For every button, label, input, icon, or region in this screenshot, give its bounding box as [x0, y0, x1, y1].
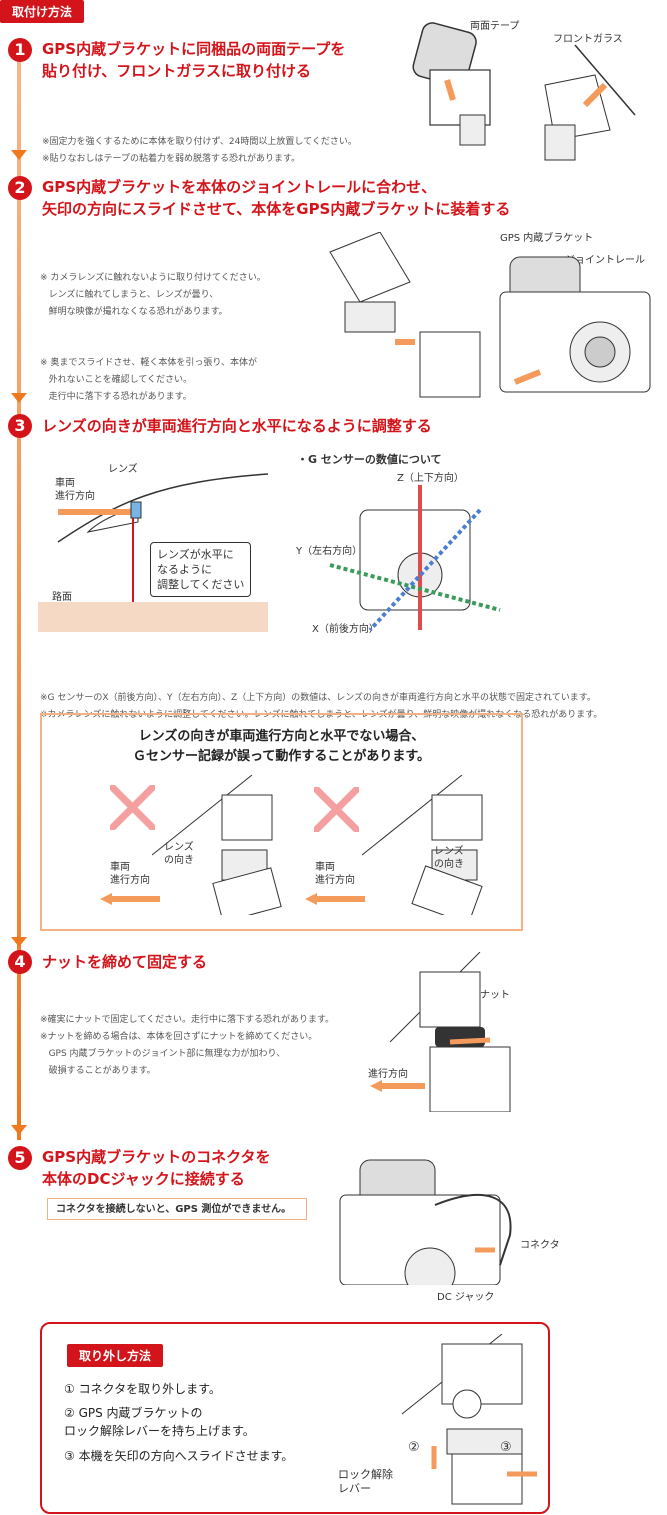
removal-step-1: ① コネクタを取り外します。 — [64, 1382, 221, 1396]
step-2-illustration — [329, 232, 651, 398]
step-2-notes: ※ カメラレンズに触れないように取り付けてください。 レンズに触れてしまうと、レ… — [40, 273, 266, 402]
cap-lens: レンズ — [108, 464, 138, 475]
flow-arrow-1 — [11, 150, 27, 160]
warning-title: レンズの向きが車両進行方向と水平でない場合、Ｇセンサー記録が誤って動作することが… — [132, 729, 431, 764]
wrong-cross-1 — [110, 785, 155, 830]
flow-arrow-4 — [11, 1125, 27, 1135]
step-3-title: レンズの向きが車両進行方向と水平になるように調整する — [42, 417, 432, 435]
g-axis-x: X（前後方向） — [312, 624, 379, 635]
step-4-direction-arrow — [370, 1080, 425, 1092]
warn-arrow-2 — [305, 893, 365, 905]
removal-tag: 取り外し方法 — [67, 1344, 164, 1367]
warn-arrow-1 — [100, 893, 160, 905]
cap-road: 路面 — [52, 592, 72, 603]
removal-step-3: ③ 本機を矢印の方向へスライドさせます。 — [64, 1449, 294, 1463]
flow-arrow-2 — [11, 393, 27, 403]
cap-nut: ナット — [480, 990, 510, 1001]
step-1-title: GPS内蔵ブラケットに同梱品の両面テープを貼り付け、フロントガラスに取り付ける — [42, 40, 346, 80]
cap-tape: 両面テープ — [470, 21, 520, 32]
cap-glass: フロントガラス — [553, 34, 623, 45]
step-1-illustration — [412, 22, 636, 161]
section-tag: 取付け方法 — [0, 0, 85, 23]
warn-lens-1: レンズの向き — [164, 842, 194, 866]
gps-info-box: コネクタを接続しないと、GPS 測位ができません。 — [47, 1198, 307, 1220]
level-bubble: レンズが水平になるように調整してください — [150, 542, 252, 597]
flow-arrow-3 — [11, 937, 27, 947]
step-1-number: 1 — [8, 38, 32, 62]
cap-dc-jack: DC ジャック — [437, 1292, 495, 1303]
wrong-cross-2 — [314, 787, 359, 832]
step-3-notes: ※G センサーのX（前後方向）、Y（左右方向）、Z（上下方向）の数値は、レンズの… — [40, 693, 603, 720]
g-sensor-title: ・G センサーの数値について — [297, 453, 442, 466]
wrong-mount-2 — [362, 775, 483, 915]
flow-line — [17, 60, 21, 1140]
removal-box: 取り外し方法 ① コネクタを取り外します。 ② GPS 内蔵ブラケットの ロック… — [40, 1322, 550, 1514]
g-axis-z: Z（上下方向） — [397, 473, 464, 484]
step-5-number: 5 — [8, 1146, 32, 1170]
warn-direction-2: 車両進行方向 — [315, 862, 355, 886]
warn-lens-2: レンズの向き — [434, 846, 464, 870]
removal-cap-2: ② — [408, 1440, 420, 1455]
removal-cap-3: ③ — [500, 1440, 512, 1455]
warn-direction-1: 車両進行方向 — [110, 862, 150, 886]
cap-rail: ジョイントレール — [565, 255, 645, 266]
step-2-title: GPS内蔵ブラケットを本体のジョイントレールに合わせ、矢印の方向にスライドさせて… — [42, 178, 511, 218]
step-4-illustration — [389, 952, 511, 1112]
step-5-title: GPS内蔵ブラケットのコネクタを本体のDCジャックに接続する — [42, 1148, 271, 1188]
step-3-number: 3 — [8, 414, 32, 438]
removal-cap-lever: ロック解除レバー — [338, 1468, 393, 1495]
cap-bracket: GPS 内蔵ブラケット — [500, 233, 594, 244]
cap-direction: 進行方向 — [368, 1069, 408, 1080]
cap-connector: コネクタ — [520, 1240, 560, 1251]
step-5-illustration — [339, 1159, 512, 1285]
step-4-title: ナットを締めて固定する — [42, 953, 208, 971]
g-sensor-illustration — [329, 485, 501, 632]
step-4-notes: ※確実にナットで固定してください。走行中に落下する恐れがあります。※ナットを締め… — [40, 1015, 335, 1076]
car-illustration — [38, 473, 268, 632]
cap-vehicle-direction: 車両進行方向 — [55, 478, 95, 502]
step-1-notes: ※固定力を強くするために本体を取り付けず、24時間以上放置してください。※貼りな… — [42, 137, 357, 164]
removal-illustration — [401, 1334, 537, 1505]
step-2-number: 2 — [8, 176, 32, 200]
warning-box: レンズの向きが車両進行方向と水平でない場合、Ｇセンサー記録が誤って動作することが… — [40, 713, 523, 931]
wrong-mount-1 — [152, 775, 282, 915]
step-4-number: 4 — [8, 950, 32, 974]
g-axis-y: Y（左右方向） — [296, 546, 363, 557]
removal-step-2: ② GPS 内蔵ブラケットの ロック解除レバーを持ち上げます。 — [64, 1406, 255, 1438]
